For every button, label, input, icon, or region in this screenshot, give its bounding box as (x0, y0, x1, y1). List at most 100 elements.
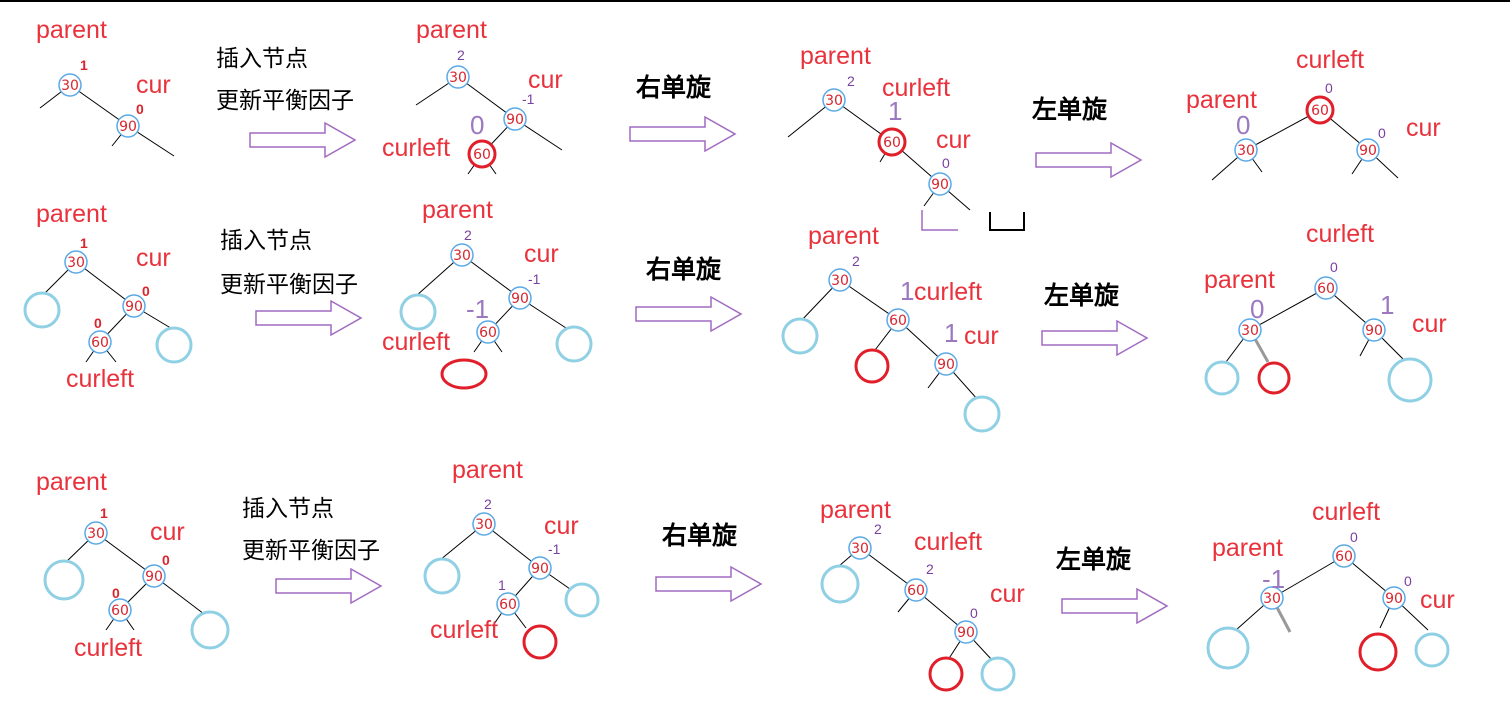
node-circle-30 (58, 73, 82, 97)
caption-insert-node: 插入节点 (216, 46, 308, 72)
node-circle-30 (446, 65, 470, 89)
node-circle-30 (64, 250, 88, 274)
subtree-circle (1204, 360, 1240, 396)
node-circle-60 (904, 578, 928, 602)
new-subtree (928, 656, 964, 692)
node-key-30: 30 (825, 93, 843, 109)
subtree-circle (190, 610, 230, 650)
node-circle-90 (954, 620, 978, 644)
node-key-60: 60 (1317, 281, 1335, 297)
bf-cur: -1 (522, 91, 535, 107)
bf-curleft: 1 (900, 276, 914, 306)
row-3: 30 90 60 1 0 0 parent cur curleft 插入节点 更… (36, 456, 1455, 692)
label-cur: cur (528, 66, 563, 94)
arrow-right (249, 122, 356, 158)
node-key-60: 60 (907, 583, 925, 599)
bf-cur: 0 (162, 552, 170, 568)
node-key-90: 90 (531, 561, 549, 577)
node-circle-90 (142, 564, 166, 588)
arrow-right (655, 566, 762, 602)
node-key-60: 60 (883, 135, 901, 151)
node-circle-90 (1362, 318, 1386, 342)
label-cur: cur (990, 580, 1025, 608)
bf-parent: 1 (80, 57, 88, 73)
new-subtree (1257, 361, 1291, 395)
node-circle-30 (848, 536, 872, 560)
subtree-stub (989, 212, 1025, 231)
edge (461, 254, 521, 299)
label-parent: parent (800, 42, 871, 70)
bf-cur: 1 (944, 318, 958, 348)
node-key-30: 30 (453, 248, 471, 264)
bf-parent: 0 (1250, 294, 1264, 324)
subtree-circle (1206, 626, 1250, 670)
node-key-60: 60 (1335, 549, 1353, 565)
label-parent: parent (452, 456, 523, 484)
node-key-90: 90 (957, 625, 975, 641)
node-circle-30 (472, 512, 496, 536)
new-node-60 (1305, 95, 1335, 125)
subtree-circle (555, 325, 593, 363)
subtree-circle (980, 656, 1016, 692)
bf-parent: -1 (1262, 564, 1285, 594)
subtree-circle (781, 317, 819, 355)
label-cur: cur (1412, 310, 1447, 338)
bf-parent: 2 (874, 521, 882, 537)
label-curleft: curleft (66, 365, 134, 393)
bf-parent: 2 (847, 73, 855, 89)
label-curleft: curleft (430, 616, 498, 644)
bf-cur: 0 (1404, 573, 1412, 589)
node-circle-90 (1382, 586, 1406, 610)
node-key-60: 60 (91, 335, 109, 351)
row3-initial-tree: 30 90 60 1 0 0 parent cur curleft (36, 468, 230, 662)
caption-rotate-left: 左单旋 (1044, 281, 1120, 310)
row1-step-rotate-right: 右单旋 (629, 73, 736, 152)
label-curleft: curleft (74, 634, 142, 662)
node-key-90: 90 (125, 299, 143, 315)
bf-parent: 2 (852, 253, 860, 269)
subtree-circle (820, 564, 860, 604)
bf-cur: 0 (1378, 125, 1386, 141)
node-circle-30 (828, 268, 852, 292)
label-parent: parent (36, 468, 107, 496)
row2-after-insert-tree: 30 90 60 2 -1 -1 parent cur curleft (382, 196, 593, 390)
edge (1249, 287, 1327, 331)
node-circle-90 (928, 172, 952, 196)
label-curleft: curleft (1312, 498, 1380, 526)
new-subtree (1358, 632, 1398, 672)
bf-cur: 0 (942, 155, 950, 171)
new-subtree (854, 348, 890, 384)
row3-step-rotate-left: 左单旋 (1056, 545, 1168, 624)
new-subtree (440, 358, 488, 390)
arrow-right (1061, 588, 1168, 624)
node-key-30: 30 (1241, 323, 1259, 339)
bf-cur: -1 (548, 541, 561, 557)
row1-initial-tree: 30 90 1 0 parent cur (36, 16, 175, 157)
bf-parent: 0 (1236, 110, 1250, 140)
row1-after-rotate-left-tree: 60 30 90 0 0 0 curleft parent cur (1186, 46, 1441, 181)
row1-step-insert: 插入节点 更新平衡因子 (216, 46, 356, 158)
node-key-30: 30 (851, 541, 869, 557)
node-key-90: 90 (1359, 143, 1377, 159)
edge (95, 532, 155, 577)
subtree-circle (963, 395, 1001, 433)
bf-parent: 1 (100, 505, 108, 521)
node-key-60: 60 (111, 603, 129, 619)
label-curleft: curleft (382, 328, 450, 356)
node-key-90: 90 (1385, 591, 1403, 607)
node-circle-90 (503, 107, 527, 131)
bf-curleft: 1 (888, 96, 902, 126)
node-key-30: 30 (1263, 591, 1281, 607)
node-key-90: 90 (506, 112, 524, 128)
row2-initial-tree: 30 90 60 1 0 0 parent cur curleft (23, 200, 193, 393)
subtree-circle (23, 291, 61, 329)
new-node-60 (877, 127, 907, 157)
row-1: 30 90 1 0 parent cur 插入节点 更新平衡因子 30 90 (36, 16, 1441, 231)
subtree-circle (155, 326, 193, 364)
label-cur: cur (964, 322, 999, 350)
label-cur: cur (136, 71, 171, 99)
row3-after-rotate-right-tree: 30 60 90 2 2 0 parent curleft cur (820, 496, 1025, 692)
node-key-30: 30 (475, 517, 493, 533)
node-key-90: 90 (119, 119, 137, 135)
